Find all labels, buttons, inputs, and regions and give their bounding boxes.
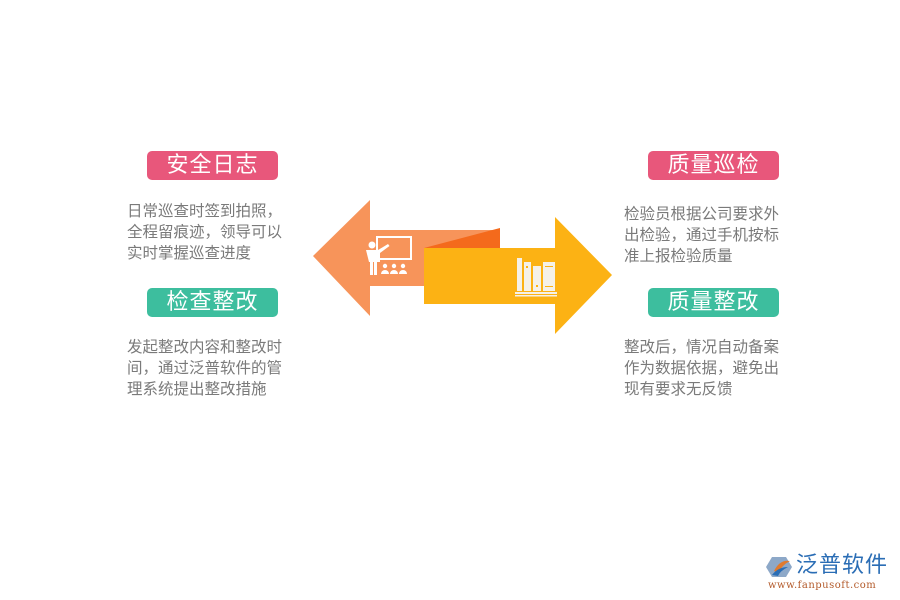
arrow-fold <box>424 228 500 248</box>
label-quality-inspection: 质量巡检 <box>648 151 779 180</box>
desc-line: 理系统提出整改措施 <box>127 380 267 398</box>
desc-line: 全程留痕迹，领导可以 <box>127 223 283 241</box>
brand-name: 泛普软件 <box>796 553 889 578</box>
desc-inspection-rectification: 发起整改内容和整改时 间，通过泛普软件的管 理系统提出整改措施 <box>127 337 317 400</box>
desc-line: 日常巡查时签到拍照， <box>127 202 283 220</box>
desc-line: 发起整改内容和整改时 <box>127 338 283 356</box>
desc-line: 实时掌握巡查进度 <box>127 244 252 262</box>
desc-line: 整改后，情况自动备案 <box>624 338 780 356</box>
label-inspection-rectification: 检查整改 <box>147 288 278 317</box>
desc-line: 检验员根据公司要求外 <box>624 205 780 223</box>
desc-line: 间，通过泛普软件的管 <box>127 359 283 377</box>
desc-quality-inspection: 检验员根据公司要求外 出检验，通过手机按标 准上报检验质量 <box>624 204 814 267</box>
desc-line: 作为数据依据，避免出 <box>624 359 780 377</box>
desc-line: 出检验，通过手机按标 <box>624 226 780 244</box>
label-quality-rectification: 质量整改 <box>648 288 779 317</box>
brand-logo: 泛普软件 www.fanpusoft.com <box>766 553 896 597</box>
brand-logo-icon <box>766 557 792 577</box>
teacher-presentation-icon <box>366 236 412 275</box>
books-shelf-icon <box>515 258 557 297</box>
desc-line: 准上报检验质量 <box>624 247 733 265</box>
desc-quality-rectification: 整改后，情况自动备案 作为数据依据，避免出 现有要求无反馈 <box>624 337 814 400</box>
label-safety-log: 安全日志 <box>147 151 278 180</box>
desc-safety-log: 日常巡查时签到拍照， 全程留痕迹，领导可以 实时掌握巡查进度 <box>127 201 317 264</box>
brand-url: www.fanpusoft.com <box>768 580 877 591</box>
desc-line: 现有要求无反馈 <box>624 380 733 398</box>
